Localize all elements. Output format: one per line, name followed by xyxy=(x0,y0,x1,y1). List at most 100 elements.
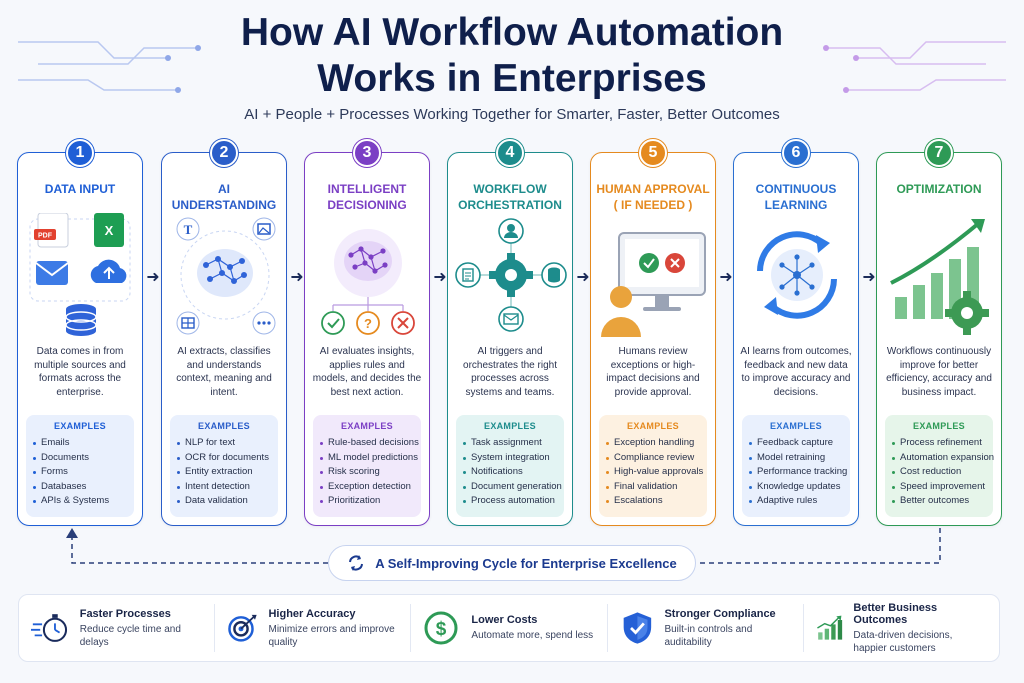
flow-arrow-icon: ➜ xyxy=(719,269,733,286)
step-card-optimization: 7 OPTIMIZATION Workflows continuously im… xyxy=(876,139,1002,526)
step-title: HUMAN APPROVAL ( IF NEEDED ) xyxy=(596,182,710,212)
benefit-description: Reduce cycle time and delays xyxy=(79,623,181,648)
monitor-icon xyxy=(618,232,706,311)
svg-text:X: X xyxy=(105,223,114,238)
example-item: Cost reduction xyxy=(891,465,987,480)
page-subtitle: AI + People + Processes Working Together… xyxy=(244,106,780,123)
approve-check-icon xyxy=(639,253,659,273)
example-item: Final validation xyxy=(605,480,701,495)
benefit-faster-processes: Faster Processes Reduce cycle time and d… xyxy=(19,604,216,652)
examples-box: EXAMPLES Process refinement Automation e… xyxy=(885,415,994,517)
person-icon xyxy=(601,286,641,337)
benefits-bar: Faster Processes Reduce cycle time and d… xyxy=(18,594,1000,662)
title-line-1: How AI Workflow Automation xyxy=(240,11,784,54)
flow-arrow-icon: ➜ xyxy=(576,269,590,286)
text-recognition-icon: T xyxy=(176,217,200,241)
shield-check-icon xyxy=(623,612,651,644)
example-item: Automation expansion xyxy=(891,451,994,466)
example-item: Task assignment xyxy=(462,436,558,451)
orchestration-illustration xyxy=(455,218,567,332)
self-improving-cycle-banner: A Self-Improving Cycle for Enterprise Ex… xyxy=(328,545,696,581)
step-description: AI triggers and orchestrates the right p… xyxy=(463,346,557,398)
growth-chart-icon xyxy=(816,615,842,640)
target-icon xyxy=(228,614,257,642)
step-number-badge: 6 xyxy=(782,139,810,167)
step-card-data-input: 1 DATA INPUT PDF X Data comes in from m xyxy=(17,139,143,526)
step-number-badge: 7 xyxy=(925,139,953,167)
example-item: Knowledge updates xyxy=(748,480,844,495)
step-card-human-approval: 5 HUMAN APPROVAL ( IF NEEDED ) Humans re… xyxy=(590,139,716,526)
example-item: Escalations xyxy=(605,494,701,509)
svg-text:PDF: PDF xyxy=(38,233,53,240)
flow-arrow-icon: ➜ xyxy=(862,269,876,286)
example-item: Data validation xyxy=(176,494,272,509)
circuit-decoration-left xyxy=(18,41,201,93)
optimization-illustration xyxy=(890,219,989,335)
step-card-workflow-orchestration: 4 WORKFLOW ORCHESTRATION xyxy=(447,139,573,526)
dollar-icon: $ xyxy=(424,611,458,645)
example-item: Risk scoring xyxy=(319,465,415,480)
database-icon xyxy=(541,262,567,288)
feedback-loop-connector xyxy=(66,528,941,564)
svg-text:$: $ xyxy=(436,619,447,640)
brain-icon xyxy=(344,241,392,281)
step-title: WORKFLOW ORCHESTRATION xyxy=(458,182,562,212)
example-item: Better outcomes xyxy=(891,494,987,509)
benefit-description: Built-in controls and auditability xyxy=(664,623,753,648)
reject-x-icon xyxy=(391,311,415,335)
examples-box: EXAMPLES Task assignment System integrat… xyxy=(456,415,564,517)
learning-cycle-illustration xyxy=(757,231,837,319)
example-item: Exception detection xyxy=(319,480,415,495)
step-card-continuous-learning: 6 CONTINUOUS LEARNING AI learns from out… xyxy=(733,139,859,526)
step-card-ai-understanding: 2 AI UNDERSTANDING T xyxy=(161,139,287,526)
examples-heading: EXAMPLES xyxy=(770,421,822,431)
gear-icon xyxy=(945,291,989,335)
human-review-illustration xyxy=(601,232,706,337)
benefit-description: Automate more, spend less xyxy=(471,630,594,641)
step-title: INTELLIGENT DECISIONING xyxy=(327,182,407,212)
email-icon xyxy=(498,306,524,332)
svg-text:?: ? xyxy=(364,316,372,331)
examples-heading: EXAMPLES xyxy=(198,421,250,431)
example-item: System integration xyxy=(462,451,558,466)
step-number-badge: 3 xyxy=(353,139,381,167)
pdf-document-icon: PDF xyxy=(34,213,69,248)
step-number-badge: 2 xyxy=(210,139,238,167)
example-item: Performance tracking xyxy=(748,465,847,480)
flow-arrow-icon: ➜ xyxy=(433,269,447,286)
benefit-title: Stronger Compliance xyxy=(664,607,776,620)
refresh-cycle-icon xyxy=(757,231,837,319)
step-description: Workflows continuously improve for bette… xyxy=(886,346,992,398)
user-icon xyxy=(498,218,524,244)
circuit-decoration-right xyxy=(823,41,1006,93)
example-item: Feedback capture xyxy=(748,436,844,451)
benefit-title: Better Business Outcomes xyxy=(853,601,938,626)
page-title: How AI Workflow Automation Works in Ente… xyxy=(0,10,1024,102)
benefit-title: Higher Accuracy xyxy=(268,607,356,620)
example-item: APIs & Systems xyxy=(32,494,128,509)
example-item: Entity extraction xyxy=(176,465,272,480)
examples-heading: EXAMPLES xyxy=(54,421,106,431)
example-item: Forms xyxy=(32,465,128,480)
examples-heading: EXAMPLES xyxy=(341,421,393,431)
table-icon xyxy=(176,311,200,335)
examples-box: EXAMPLES Feedback capture Model retraini… xyxy=(742,415,850,517)
example-item: Prioritization xyxy=(319,494,415,509)
benefit-title: Faster Processes xyxy=(79,607,171,620)
step-description: Humans review exceptions or high-impact … xyxy=(606,346,700,398)
example-item: Emails xyxy=(32,436,128,451)
step-title: CONTINUOUS LEARNING xyxy=(755,182,837,212)
step-description: AI extracts, classifies and understands … xyxy=(176,346,272,398)
examples-heading: EXAMPLES xyxy=(484,421,536,431)
step-description: Data comes in from multiple sources and … xyxy=(34,346,126,398)
step-card-intelligent-decisioning: 3 INTELLIGENT DECISIONING ? xyxy=(304,139,430,526)
benefit-title: Lower Costs xyxy=(471,614,538,626)
flow-arrow-icon: ➜ xyxy=(146,269,160,286)
document-list-icon xyxy=(455,262,481,288)
decision-illustration: ? xyxy=(321,229,415,335)
examples-box: EXAMPLES Rule-based decisions ML model p… xyxy=(313,415,421,517)
more-options-icon xyxy=(252,311,276,335)
brain-icon xyxy=(197,249,253,297)
example-item: Compliance review xyxy=(605,451,701,466)
benefit-stronger-compliance: Stronger Compliance Built-in controls an… xyxy=(608,604,804,652)
